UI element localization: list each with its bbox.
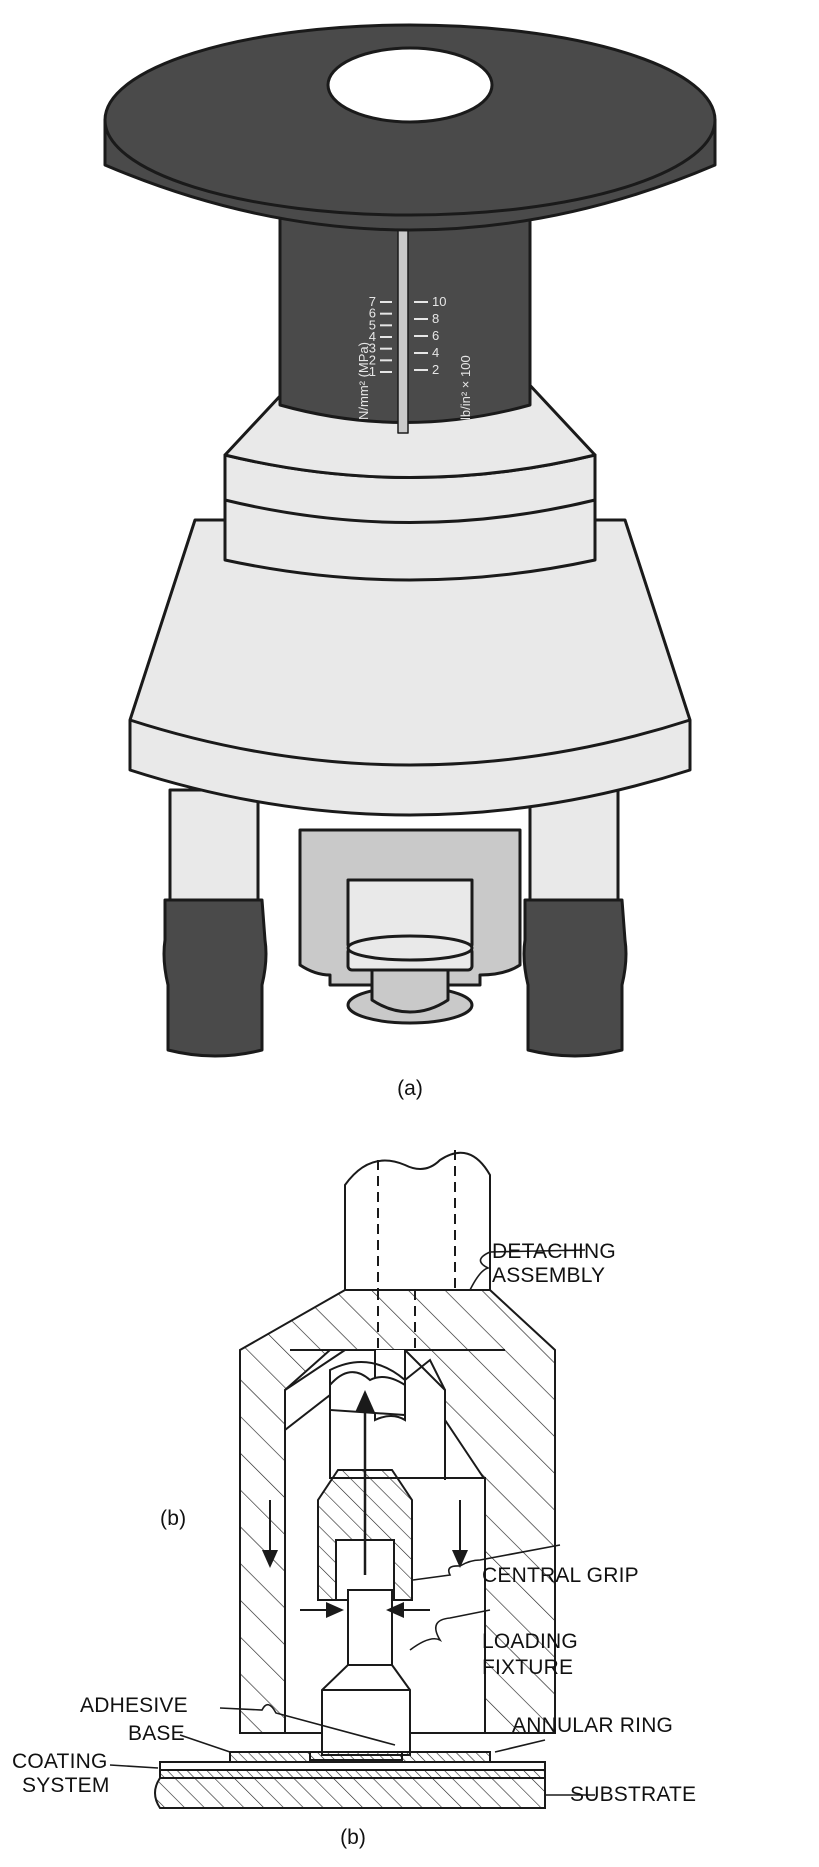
scale-tick-label: 2 [369, 352, 376, 367]
test-dolly [346, 934, 474, 1025]
tester-shaft [278, 198, 532, 434]
tester-top-disc [103, 23, 717, 232]
scale-tick-label: 8 [432, 311, 439, 326]
cross-section-diagram [109, 1150, 595, 1809]
central-grip [317, 1371, 413, 1601]
grip-arrows [262, 1500, 468, 1618]
inner-figure-label: (b) [160, 1507, 186, 1530]
scale-tick-label: 4 [432, 345, 439, 360]
callout-adhesive: ADHESIVE [80, 1694, 188, 1717]
callout-substrate: SUBSTRATE [570, 1783, 696, 1806]
scale-tick-label: 2 [432, 362, 439, 377]
coating-system [159, 1761, 546, 1779]
scale-tick-label: 7 [369, 294, 376, 309]
callout-detaching-assembly-line1: DETACHING [492, 1240, 616, 1263]
right-scale-ticks: 2 4 6 8 10 [414, 294, 446, 377]
callout-leaders [109, 1249, 595, 1796]
callout-central-grip: CENTRAL GRIP [482, 1564, 639, 1587]
scale-tick-label: 10 [432, 294, 446, 309]
tester-lower-cone [128, 518, 692, 817]
scale-tick-label: 6 [369, 306, 376, 321]
tester-leg-right [522, 788, 628, 1058]
callout-loading-fixture-line2: FIXTURE [482, 1656, 573, 1679]
scale-tick-label: 3 [369, 341, 376, 356]
adhesion-tester-illustration [103, 23, 717, 1058]
caption-b: (b) [340, 1826, 366, 1849]
left-scale-label: N/mm² (MPa) [356, 342, 371, 420]
callout-annular-ring: ANNULAR RING [512, 1714, 673, 1737]
callout-loading-fixture-line1: LOADING [482, 1630, 578, 1653]
caption-a: (a) [397, 1077, 423, 1100]
callout-detaching-assembly-line2: ASSEMBLY [492, 1264, 605, 1287]
scale-tick-label: 5 [369, 317, 376, 332]
substrate-layer [154, 1777, 546, 1809]
tester-leg-left [162, 788, 268, 1058]
top-cylinder [344, 1150, 491, 1291]
scale-tick-label: 6 [432, 328, 439, 343]
scale-tick-label: 4 [369, 329, 376, 344]
right-scale-label: lb/in² × 100 [458, 355, 473, 420]
scale-tick-label: 1 [369, 364, 376, 379]
right-scale: 2 4 6 8 10 lb/in² × 100 [414, 294, 473, 420]
callout-base: BASE [128, 1722, 185, 1745]
callout-coating-system-line2: SYSTEM [22, 1774, 110, 1797]
base-layer [229, 1751, 491, 1763]
callout-coating-system-line1: COATING [12, 1750, 108, 1773]
